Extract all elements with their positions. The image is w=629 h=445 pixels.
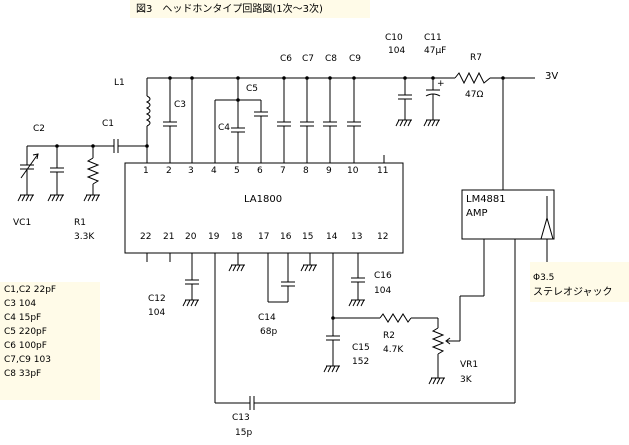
c7-label: C7 — [302, 54, 315, 64]
pin-21: 21 — [163, 232, 175, 242]
c14-label: C14 — [258, 313, 276, 323]
amp-ic-function: AMP — [466, 208, 488, 219]
pin-13: 13 — [351, 232, 363, 242]
pin-19: 19 — [208, 232, 220, 242]
jack-label-highlight — [530, 262, 629, 302]
pin-15: 15 — [302, 232, 314, 242]
c8-label: C8 — [325, 54, 338, 64]
c2-label: C2 — [33, 124, 46, 134]
pin-9: 9 — [326, 166, 332, 176]
pin-3: 3 — [188, 166, 194, 176]
supply-voltage-label: 3V — [545, 71, 559, 82]
c12-value: 104 — [148, 308, 166, 318]
pin-18: 18 — [231, 232, 243, 242]
c14-value: 68p — [260, 327, 278, 337]
c1-label: C1 — [102, 119, 115, 129]
r1-label: R1 — [74, 218, 86, 228]
parts-list-item: C7,C9 103 — [4, 355, 51, 365]
pin-8: 8 — [303, 166, 309, 176]
ic-main-label: LA1800 — [244, 194, 283, 205]
c15-label: C15 — [352, 343, 370, 353]
c16-value: 104 — [374, 286, 392, 296]
parts-list-item: C1,C2 22pF — [4, 285, 57, 295]
pin-14: 14 — [326, 232, 338, 242]
parts-list-item: C4 15pF — [4, 313, 42, 323]
c3-label: C3 — [174, 100, 187, 110]
r2-value: 4.7K — [383, 345, 404, 355]
diagram-title: 図3 ヘッドホンタイプ回路図(1次～3次) — [136, 4, 323, 15]
vr1-value: 3K — [460, 375, 472, 385]
vr1-label: VR1 — [460, 360, 479, 370]
pin-2: 2 — [166, 166, 172, 176]
pin-12: 12 — [377, 232, 389, 242]
c4-label: C4 — [218, 123, 231, 133]
r2-label: R2 — [383, 331, 395, 341]
svg-text:+: + — [437, 79, 445, 89]
c16-label: C16 — [374, 271, 392, 281]
pin-16: 16 — [280, 232, 292, 242]
c6-label: C6 — [280, 54, 293, 64]
pin-4: 4 — [211, 166, 217, 176]
c13-label: C13 — [232, 413, 250, 423]
r7-value: 47Ω — [465, 90, 484, 100]
vc1-label: VC1 — [13, 218, 32, 228]
parts-list-item: C6 100pF — [4, 341, 47, 351]
r7-label: R7 — [470, 53, 482, 63]
parts-list-highlight — [0, 282, 100, 400]
pin-7: 7 — [280, 166, 286, 176]
parts-list-item: C8 33pF — [4, 369, 42, 379]
parts-list-item: C5 220pF — [4, 327, 47, 337]
c11-label: C11 — [424, 33, 442, 43]
jack-size-label: Φ3.5 — [533, 273, 555, 283]
pin-6: 6 — [257, 166, 263, 176]
pin-17: 17 — [258, 232, 270, 242]
c10-value: 104 — [388, 46, 406, 56]
amp-ic-name: LM4881 — [466, 194, 506, 205]
c15-value: 152 — [352, 357, 370, 367]
parts-list-item: C3 104 — [4, 299, 37, 309]
c5-label: C5 — [246, 84, 259, 94]
c13-value: 15p — [235, 428, 253, 438]
c12-label: C12 — [148, 294, 166, 304]
pin-22: 22 — [140, 232, 152, 242]
pin-20: 20 — [185, 232, 197, 242]
l1-label: L1 — [114, 78, 125, 88]
c10-label: C10 — [385, 33, 403, 43]
pin-10: 10 — [347, 166, 359, 176]
pin-11: 11 — [377, 166, 389, 176]
c11-value: 47μF — [424, 46, 447, 56]
pin-5: 5 — [234, 166, 240, 176]
r1-value: 3.3K — [74, 232, 95, 242]
c9-label: C9 — [349, 54, 362, 64]
title-highlight — [130, 0, 370, 18]
pin-1: 1 — [143, 166, 149, 176]
jack-type-label: ステレオジャック — [533, 287, 613, 298]
